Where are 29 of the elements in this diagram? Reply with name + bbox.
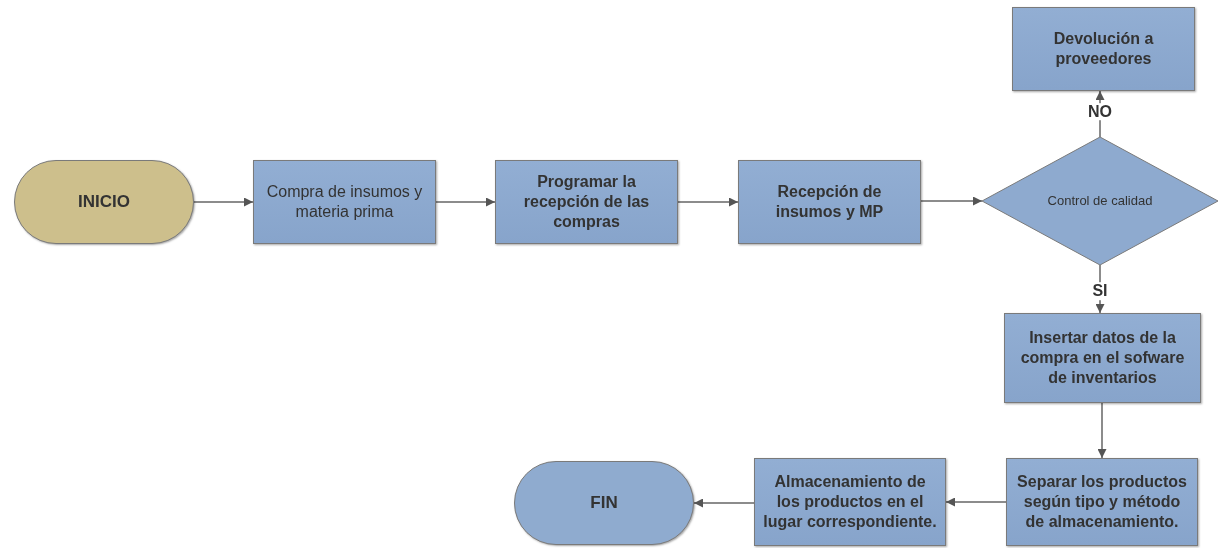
node-text: Control de calidad bbox=[1047, 192, 1153, 210]
arrow bbox=[1097, 402, 1107, 459]
process-box bbox=[1004, 313, 1201, 403]
node-text: Compra de insumos y materia prima bbox=[265, 182, 424, 222]
arrow bbox=[677, 197, 739, 207]
node-text: Devolución a proveedores bbox=[1052, 29, 1155, 69]
node-text: FIN bbox=[590, 492, 618, 514]
terminal-shape bbox=[14, 160, 194, 244]
arrow bbox=[945, 497, 1007, 507]
node-text: Separar los productos según tipo y método de almacenamiento. bbox=[1016, 472, 1188, 532]
node-text: Insertar datos de la compra en el sofware de inventarios bbox=[1019, 328, 1186, 388]
process-box bbox=[1006, 458, 1198, 546]
node-text: Recepción de insumos y MP bbox=[774, 182, 885, 222]
arrow bbox=[693, 498, 755, 508]
arrow bbox=[193, 197, 254, 207]
process-box bbox=[1012, 7, 1195, 91]
process-box bbox=[754, 458, 946, 546]
terminal-shape bbox=[514, 461, 694, 545]
node-text: Programar la recepción de las compras bbox=[522, 172, 651, 232]
edge-label: SI bbox=[1090, 282, 1110, 301]
process-box bbox=[738, 160, 921, 244]
node-text: Almacenamiento de los productos en el lugar correspondiente. bbox=[762, 472, 938, 532]
arrow bbox=[435, 197, 496, 207]
process-box bbox=[495, 160, 678, 244]
arrow bbox=[920, 196, 983, 206]
decision-diamond bbox=[982, 137, 1218, 265]
process-box bbox=[253, 160, 436, 244]
edge-label: NO bbox=[1086, 102, 1114, 121]
node-text: INICIO bbox=[78, 191, 130, 213]
